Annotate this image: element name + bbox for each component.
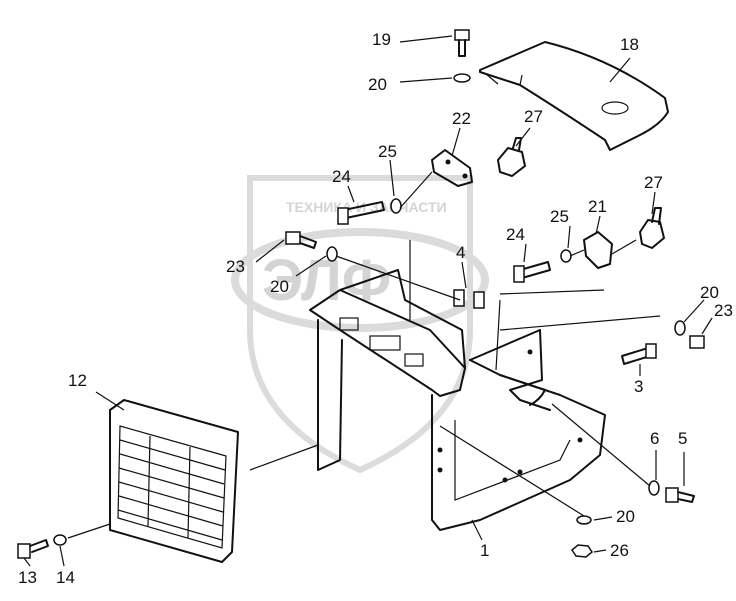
callout-13: 13 [18,568,37,587]
part-6-washer [648,480,660,496]
callout-25-b: 25 [550,207,569,226]
part-27-switch-b [639,207,665,249]
callout-12: 12 [68,371,87,390]
callout-24-b: 24 [506,225,525,244]
callout-26: 26 [610,541,629,560]
callout-22: 22 [452,109,471,128]
part-14-washer [53,534,67,546]
part-20-washer-b [674,320,686,336]
callout-5: 5 [678,429,687,448]
watermark: ТЕХНИКА И ЗАПЧАСТИ ЭЛФ [231,175,489,474]
callout-25-a: 25 [378,142,397,161]
callout-23-b: 23 [714,301,733,320]
callout-14: 14 [56,568,75,587]
part-18-top-cover [479,41,669,151]
part-12-grille [109,399,239,563]
part-25-ring-b [560,249,572,263]
callout-6: 6 [650,429,659,448]
callout-18: 18 [620,35,639,54]
part-5-bolt [665,487,695,503]
callout-labels: 19 18 20 22 27 25 24 27 21 25 24 4 23 20… [18,30,733,587]
callout-4: 4 [456,243,465,262]
part-26-nut [571,544,593,558]
part-3-bolt [621,343,657,365]
callout-20-right: 20 [700,283,719,302]
part-20-washer-a [326,246,338,262]
part-20-washer-top [453,73,471,83]
part-13-bolt [17,539,49,559]
callout-1: 1 [480,541,489,560]
callout-27-a: 27 [524,107,543,126]
callout-20-bottom: 20 [616,507,635,526]
part-19-bolt [454,29,470,57]
callout-23-a: 23 [226,257,245,276]
part-25-ring-a [390,198,402,214]
part-1-frame [309,269,606,531]
callout-27-b: 27 [644,173,663,192]
part-23-bolt-a [285,231,317,249]
part-24-bolt-b [513,261,551,283]
callout-19: 19 [372,30,391,49]
part-21-bracket [583,231,613,269]
callout-20-left: 20 [270,277,289,296]
callout-21: 21 [588,197,607,216]
part-23-bolt-b [689,335,705,349]
part-22-bracket [431,149,473,187]
watermark-line1: ТЕХНИКА И ЗАПЧАСТИ [286,199,447,215]
callout-3: 3 [634,377,643,396]
part-27-switch-a [497,137,526,177]
part-24-bolt-a [337,201,385,225]
callout-24-a: 24 [332,167,351,186]
callout-20-top: 20 [368,75,387,94]
part-20-washer-c [576,515,592,525]
leader-lines [23,35,713,567]
watermark-oval [231,228,489,332]
